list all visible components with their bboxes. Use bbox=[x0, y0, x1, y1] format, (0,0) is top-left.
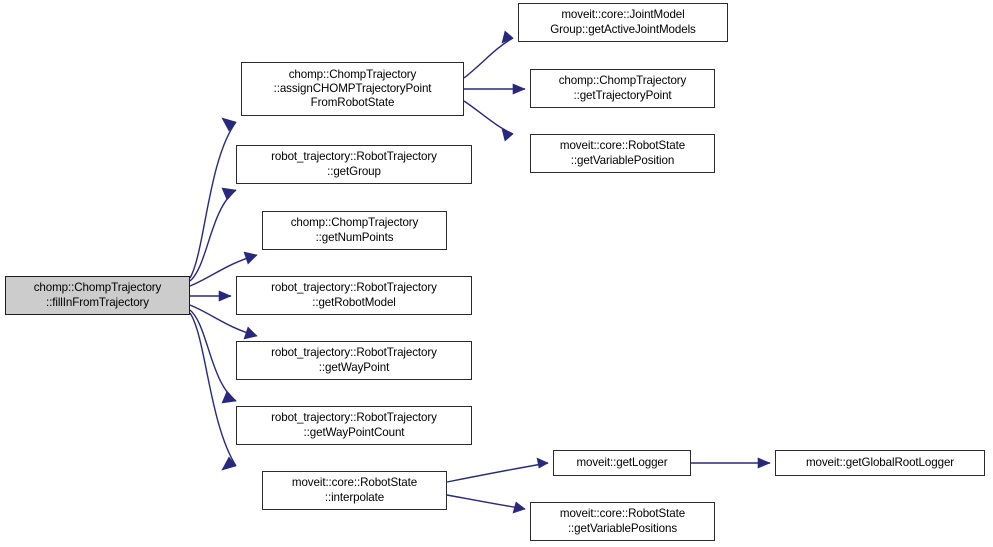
arrowhead-icon bbox=[757, 457, 771, 469]
graph-node-getActiveJointModels[interactable]: moveit::core::JointModel Group::getActiv… bbox=[518, 3, 728, 42]
arrowhead-icon bbox=[243, 326, 258, 340]
graph-node-getWayPoint[interactable]: robot_trajectory::RobotTrajectory ::getW… bbox=[236, 341, 472, 380]
arrowhead-icon bbox=[512, 501, 526, 514]
edge-line bbox=[463, 37, 514, 79]
graph-node-getTrajectoryPoint[interactable]: chomp::ChompTrajectory ::getTrajectoryPo… bbox=[530, 69, 715, 108]
graph-node-label: moveit::core::RobotState ::getVariablePo… bbox=[559, 507, 686, 535]
edge-line bbox=[189, 189, 237, 282]
arrowhead-icon bbox=[501, 128, 514, 142]
call-edge-getLogger-to-getGlobalRootLogger bbox=[691, 457, 771, 469]
graph-node-assignCHOMPTrajectoryPointFromRobotState[interactable]: chomp::ChompTrajectory ::assignCHOMPTraj… bbox=[241, 62, 464, 116]
graph-node-interpolate[interactable]: moveit::core::RobotState ::interpolate bbox=[262, 471, 447, 510]
graph-node-label: chomp::ChompTrajectory ::getNumPoints bbox=[290, 216, 419, 244]
graph-node-getLogger[interactable]: moveit::getLogger bbox=[553, 450, 691, 476]
edge-line bbox=[189, 312, 237, 467]
edge-line bbox=[189, 121, 237, 279]
call-edge-fillInFromTrajectory-to-getWayPoint bbox=[189, 304, 258, 340]
call-edge-assignCHOMPTrajectoryPointFromRobotState-to-getVariablePosition bbox=[463, 100, 514, 142]
graph-node-getNumPoints[interactable]: chomp::ChompTrajectory ::getNumPoints bbox=[262, 211, 447, 250]
graph-node-label: chomp::ChompTrajectory ::assignCHOMPTraj… bbox=[273, 67, 432, 110]
arrowhead-icon bbox=[221, 390, 237, 404]
arrowhead-icon bbox=[501, 30, 514, 44]
graph-node-label: robot_trajectory::RobotTrajectory ::getW… bbox=[271, 411, 437, 439]
graph-node-label: chomp::ChompTrajectory ::fillInFromTraje… bbox=[33, 281, 162, 309]
graph-node-fillInFromTrajectory[interactable]: chomp::ChompTrajectory ::fillInFromTraje… bbox=[5, 276, 190, 315]
graph-node-label: robot_trajectory::RobotTrajectory ::getW… bbox=[271, 346, 437, 374]
call-edge-fillInFromTrajectory-to-assignCHOMPTrajectoryPointFromRobotState bbox=[189, 117, 237, 279]
edge-line bbox=[446, 462, 549, 483]
graph-node-getWayPointCount[interactable]: robot_trajectory::RobotTrajectory ::getW… bbox=[236, 406, 472, 445]
arrowhead-icon bbox=[512, 83, 526, 95]
call-edge-interpolate-to-getLogger bbox=[446, 457, 549, 483]
edge-line bbox=[463, 100, 514, 135]
edge-line bbox=[446, 494, 526, 510]
call-edge-fillInFromTrajectory-to-getRobotModel bbox=[190, 290, 232, 302]
graph-node-label: robot_trajectory::RobotTrajectory ::getR… bbox=[271, 281, 437, 309]
graph-node-label: chomp::ChompTrajectory ::getTrajectoryPo… bbox=[558, 74, 687, 102]
graph-node-label: moveit::core::RobotState ::getVariablePo… bbox=[559, 139, 686, 167]
graph-node-getGlobalRootLogger[interactable]: moveit::getGlobalRootLogger bbox=[775, 450, 985, 476]
edge-line bbox=[189, 309, 237, 402]
arrowhead-icon bbox=[221, 187, 237, 201]
graph-node-label: moveit::core::JointModel Group::getActiv… bbox=[550, 8, 696, 36]
graph-node-getVariablePositions[interactable]: moveit::core::RobotState ::getVariablePo… bbox=[530, 502, 715, 541]
arrowhead-icon bbox=[536, 457, 549, 469]
call-edge-assignCHOMPTrajectoryPointFromRobotState-to-getActiveJointModels bbox=[463, 30, 514, 79]
graph-node-getRobotModel[interactable]: robot_trajectory::RobotTrajectory ::getR… bbox=[236, 276, 472, 315]
graph-node-getGroup[interactable]: robot_trajectory::RobotTrajectory ::getG… bbox=[236, 145, 472, 184]
graph-node-getVariablePosition[interactable]: moveit::core::RobotState ::getVariablePo… bbox=[530, 134, 715, 173]
graph-node-label: robot_trajectory::RobotTrajectory ::getG… bbox=[271, 150, 437, 178]
graph-node-label: moveit::core::RobotState ::interpolate bbox=[291, 476, 418, 504]
call-edge-fillInFromTrajectory-to-getNumPoints bbox=[189, 251, 258, 287]
call-edge-assignCHOMPTrajectoryPointFromRobotState-to-getTrajectoryPoint bbox=[464, 83, 526, 95]
arrowhead-icon bbox=[218, 290, 232, 302]
arrowhead-icon bbox=[221, 117, 237, 132]
arrowhead-icon bbox=[243, 251, 258, 265]
graph-node-label: moveit::getLogger bbox=[576, 455, 668, 469]
arrowhead-icon bbox=[221, 456, 237, 471]
call-edge-interpolate-to-getVariablePositions bbox=[446, 494, 526, 514]
call-edge-fillInFromTrajectory-to-getWayPointCount bbox=[189, 309, 237, 404]
call-edge-fillInFromTrajectory-to-getGroup bbox=[189, 187, 237, 282]
graph-node-label: moveit::getGlobalRootLogger bbox=[805, 455, 955, 469]
call-edge-fillInFromTrajectory-to-interpolate bbox=[189, 312, 237, 471]
